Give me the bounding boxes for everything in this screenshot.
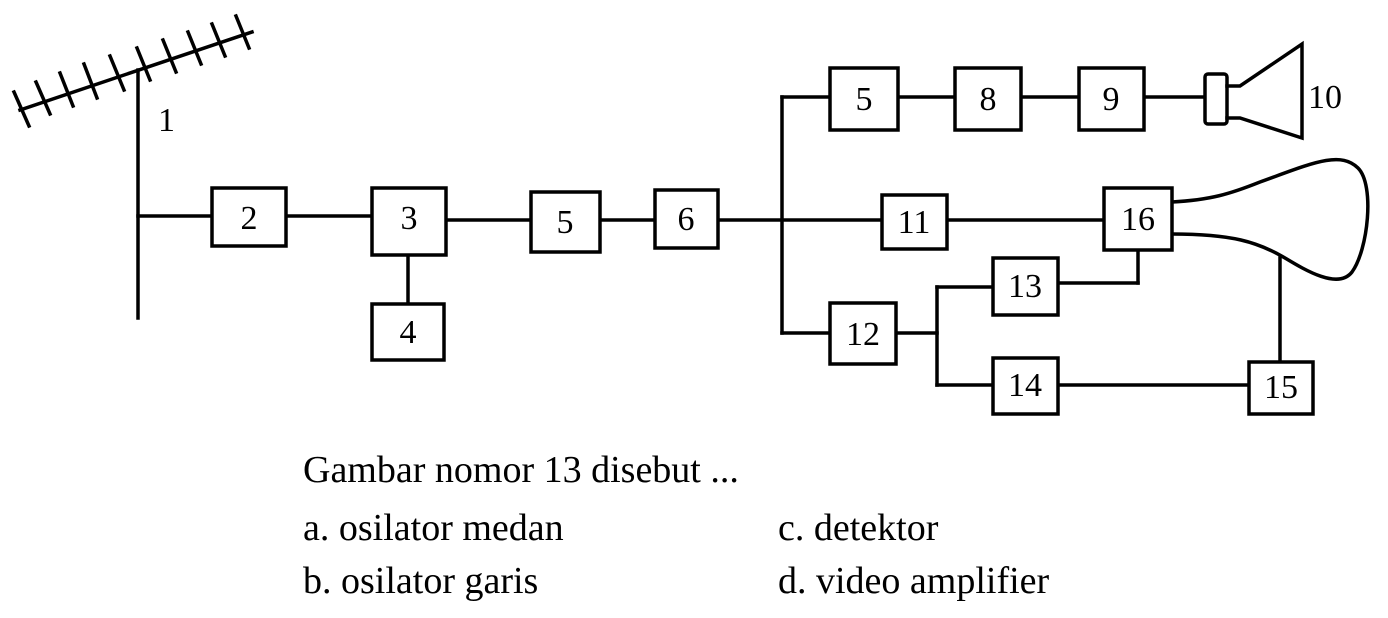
option-c[interactable]: c. detektor (778, 507, 939, 549)
block-11: 11 (880, 193, 949, 251)
antenna-icon (11, 13, 255, 320)
block-4: 4 (370, 302, 446, 362)
svg-text:12: 12 (846, 316, 880, 353)
tv-block-diagram: 1 10 2 3 4 5 6 (11, 13, 1370, 416)
svg-text:3: 3 (401, 200, 418, 237)
block-14: 14 (991, 356, 1060, 416)
option-d[interactable]: d. video amplifier (778, 560, 1050, 602)
svg-text:9: 9 (1103, 81, 1120, 118)
block-3: 3 (370, 186, 448, 257)
svg-text:4: 4 (400, 314, 417, 351)
svg-text:14: 14 (1008, 367, 1042, 404)
block-16: 16 (1102, 186, 1174, 252)
svg-text:13: 13 (1008, 268, 1042, 305)
block-9: 9 (1077, 66, 1146, 132)
svg-text:5: 5 (856, 81, 873, 118)
svg-text:2: 2 (241, 200, 258, 237)
svg-text:8: 8 (980, 81, 997, 118)
crt-tube-icon (1170, 157, 1370, 281)
svg-text:16: 16 (1121, 201, 1155, 238)
option-a[interactable]: a. osilator medan (303, 507, 564, 549)
option-b[interactable]: b. osilator garis (303, 560, 539, 602)
block-2: 2 (210, 186, 288, 248)
svg-text:11: 11 (898, 204, 931, 241)
svg-text:15: 15 (1264, 369, 1298, 406)
block-5-audio: 5 (828, 66, 900, 132)
block-13: 13 (991, 256, 1060, 317)
speaker-icon (1203, 40, 1304, 141)
svg-text:5: 5 (557, 204, 574, 241)
block-15: 15 (1247, 360, 1315, 416)
svg-text:6: 6 (678, 201, 695, 238)
block-6: 6 (653, 188, 720, 250)
block-5-main: 5 (529, 190, 602, 254)
question-text: Gambar nomor 13 disebut ... (303, 449, 739, 491)
block-12: 12 (828, 301, 898, 366)
antenna-label: 1 (158, 102, 175, 139)
block-8: 8 (953, 66, 1023, 132)
speaker-label: 10 (1308, 79, 1342, 116)
